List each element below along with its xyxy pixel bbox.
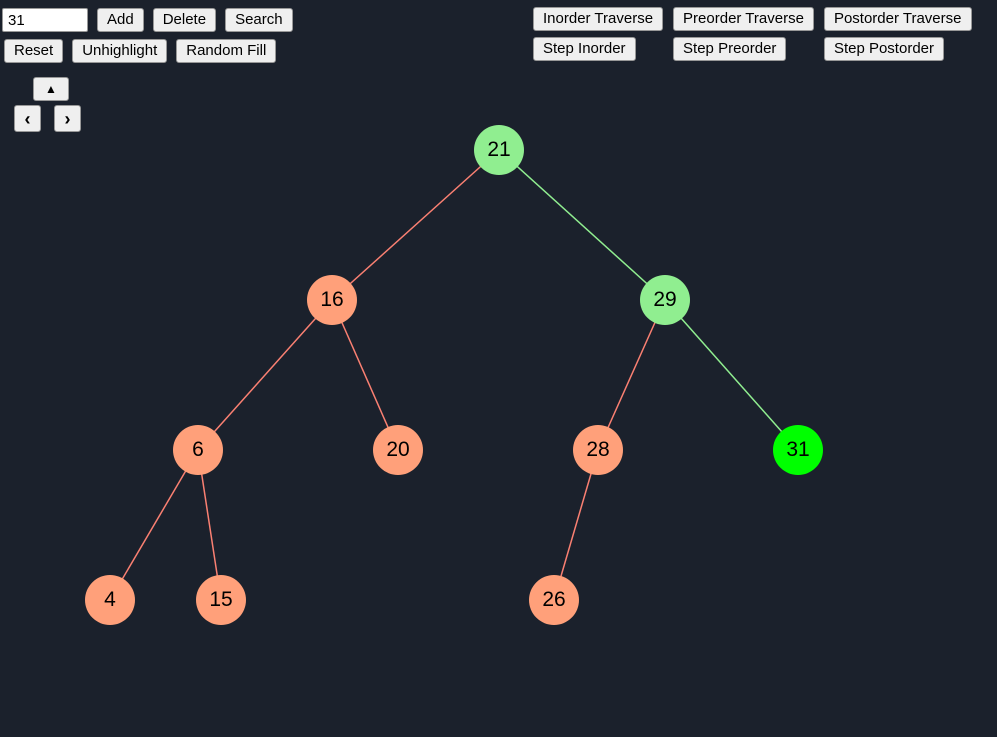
preorder-traverse-button[interactable]: Preorder Traverse: [673, 7, 814, 31]
random-fill-button[interactable]: Random Fill: [176, 39, 277, 63]
pan-left-button[interactable]: ‹: [14, 105, 41, 132]
left-chevron-icon: ‹: [24, 108, 31, 129]
tree-edge-16-20: [331, 299, 399, 451]
tree-edge-28-26: [553, 449, 599, 601]
tree-edge-6-4: [109, 449, 199, 601]
right-chevron-icon: ›: [64, 108, 71, 129]
value-input[interactable]: [2, 8, 88, 32]
tree-edge-6-15: [197, 449, 222, 601]
tree-edge-21-29: [498, 149, 666, 301]
toolbar-right: Inorder Traverse Preorder Traverse Posto…: [533, 7, 972, 61]
toolbar-left-row-1: Add Delete Search: [2, 8, 293, 32]
toolbar-left-row-2: Reset Unhighlight Random Fill: [4, 39, 293, 63]
step-postorder-button[interactable]: Step Postorder: [823, 37, 944, 61]
tree-edge-29-31: [664, 299, 799, 451]
tree-edge-16-6: [197, 299, 333, 451]
step-inorder-button[interactable]: Step Inorder: [533, 37, 636, 61]
pan-up-button[interactable]: ▲: [33, 77, 69, 101]
up-arrow-icon: ▲: [45, 82, 57, 96]
add-button[interactable]: Add: [97, 8, 144, 32]
tree-edge-29-28: [597, 299, 666, 451]
toolbar-left: Add Delete Search Reset Unhighlight Rand…: [2, 8, 293, 63]
pan-controls: ▲ ‹ ›: [14, 77, 96, 133]
tree-edge-21-16: [331, 149, 500, 301]
unhighlight-button[interactable]: Unhighlight: [72, 39, 168, 63]
postorder-traverse-button[interactable]: Postorder Traverse: [823, 7, 972, 31]
step-preorder-button[interactable]: Step Preorder: [673, 37, 787, 61]
pan-right-button[interactable]: ›: [54, 105, 81, 132]
inorder-traverse-button[interactable]: Inorder Traverse: [533, 7, 664, 31]
reset-button[interactable]: Reset: [4, 39, 64, 63]
search-button[interactable]: Search: [225, 8, 293, 32]
delete-button[interactable]: Delete: [152, 8, 217, 32]
